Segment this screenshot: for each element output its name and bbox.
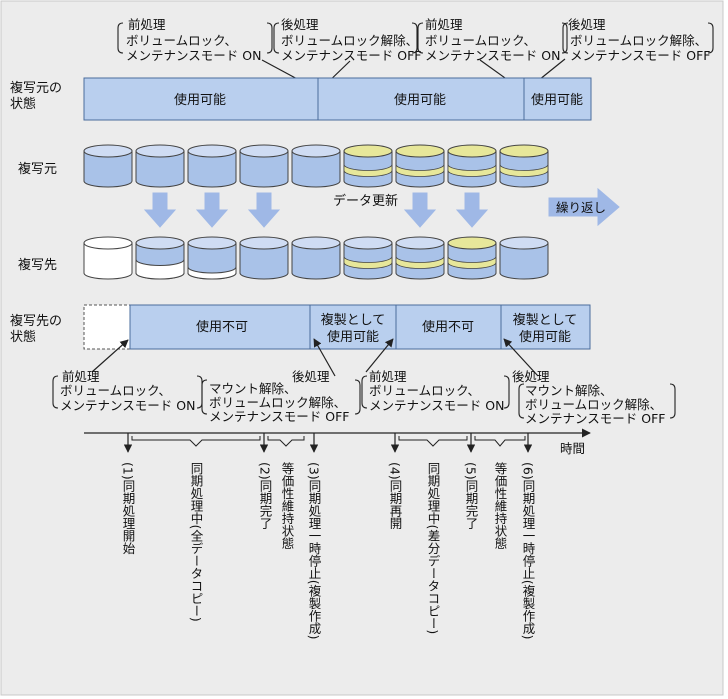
- source-disk: [135, 144, 185, 188]
- target-disk: [499, 236, 549, 280]
- target-state-empty-seg: [83, 304, 131, 350]
- copy-arrow: [403, 192, 437, 228]
- bottom-annotation-4-title: 前処理: [369, 369, 407, 384]
- top-annotation-3-line-2: メンテナンスモード ON: [425, 48, 560, 63]
- source-disk: [187, 144, 237, 188]
- top-annotation-1-line-1: ボリュームロック、: [126, 33, 237, 48]
- target-state-seg-4-line-1: 複製として: [513, 312, 578, 328]
- event-1-label: (1)同期処理開始: [121, 462, 136, 555]
- top-annotation-4: 後処理 ボリュームロック解除、 メンテナンスモード OFF: [562, 17, 714, 63]
- bottom-annotation-1-line-2: メンテナンスモード ON: [60, 398, 195, 413]
- event-4-label: (4)同期再開: [388, 462, 403, 530]
- bottom-annotation-1-title: 前処理: [62, 369, 100, 384]
- top-annotation-4-line-2: メンテナンスモード OFF: [570, 48, 710, 63]
- bottom-annotation-2-line-3: メンテナンスモード OFF: [209, 409, 349, 424]
- top-annotation-4-line-1: ボリュームロック解除、: [570, 33, 707, 48]
- bottom-annotation-4-line-1: ボリュームロック、: [369, 383, 480, 398]
- event-2-label: (2)同期完了: [258, 462, 273, 530]
- target-state-seg-4-line-2: 使用可能: [519, 329, 571, 345]
- top-annotation-2-line-1: ボリュームロック解除、: [281, 33, 418, 48]
- source-state-seg-1: 使用可能: [174, 92, 226, 108]
- bottom-annotation-3-title: 後処理: [292, 369, 330, 384]
- top-annotation-3-title: 前処理: [425, 17, 463, 32]
- target-state-row: 複写先の 状態 使用不可 複製として 使用可能 使用不可 複製として 使用可能: [10, 304, 591, 350]
- target-disk: [135, 236, 185, 280]
- target-state-seg-1: 使用不可: [196, 319, 248, 335]
- source-state-label-2: 状態: [10, 96, 36, 112]
- source-label: 複写元: [18, 161, 57, 177]
- event-5-label: (5)同期完了: [464, 462, 479, 530]
- target-disk: [447, 236, 497, 280]
- event-1-2-duration-label: 同期処理中(全データコピー): [189, 462, 204, 622]
- repeat-arrow: 繰り返し: [548, 187, 620, 227]
- target-disk: [187, 236, 237, 280]
- source-disk-row: [83, 144, 549, 188]
- source-disk: [343, 144, 393, 188]
- copy-arrow: [195, 192, 229, 228]
- top-annotation-3-line-1: ボリュームロック、: [425, 33, 536, 48]
- event-3-label: (3)同期処理一時停止(複製作成): [307, 462, 322, 639]
- top-annotation-2: 後処理 ボリュームロック解除、 メンテナンスモード OFF: [273, 17, 421, 63]
- target-state-seg-3: 使用不可: [422, 319, 474, 335]
- target-state-label-2: 状態: [10, 329, 36, 345]
- target-disk: [343, 236, 393, 280]
- bottom-annotation-5-title: 後処理: [512, 369, 550, 384]
- bottom-annotation-1-line-1: ボリュームロック、: [60, 383, 171, 398]
- bottom-annotation-2: マウント解除、 ボリュームロック解除、 メンテナンスモード OFF: [201, 379, 361, 424]
- bottom-annotation-4-line-2: メンテナンスモード ON: [369, 398, 504, 413]
- top-annotation-1: 前処理 ボリュームロック、 メンテナンスモード ON: [117, 17, 273, 63]
- target-disk: [395, 236, 445, 280]
- copy-arrow: [247, 192, 281, 228]
- target-disk: [291, 236, 341, 280]
- source-disk: [499, 144, 549, 188]
- source-state-row: 複写元の 状態 使用可能 使用可能 使用可能: [10, 77, 592, 121]
- target-state-seg-2-line-1: 複製として: [321, 312, 386, 328]
- target-state-label-1: 複写先の: [10, 313, 62, 329]
- top-annotation-2-line-2: メンテナンスモード OFF: [281, 48, 421, 63]
- target-disk: [83, 236, 133, 280]
- equivalence-1-label: 等価性維持状態: [280, 461, 295, 550]
- bottom-pointer-arrows: [91, 338, 539, 377]
- copy-arrows: [143, 192, 489, 228]
- event-4-5-duration-label: 同期処理中(差分データコピー): [426, 462, 441, 634]
- bottom-annotation-5-line-2: ボリュームロック解除、: [525, 397, 662, 412]
- target-state-seg-2-line-2: 使用可能: [327, 329, 379, 345]
- copy-arrow: [143, 192, 177, 228]
- target-label: 複写先: [18, 257, 57, 273]
- top-annotation-2-title: 後処理: [281, 17, 319, 32]
- equivalence-2-label: 等価性維持状態: [493, 461, 508, 550]
- source-state-seg-3: 使用可能: [531, 92, 583, 108]
- time-label: 時間: [560, 441, 585, 456]
- bottom-annotation-2-line-1: マウント解除、: [209, 381, 297, 396]
- target-state-bar: [129, 304, 591, 350]
- bottom-annotation-2-line-2: ボリュームロック解除、: [209, 395, 346, 410]
- top-annotation-4-title: 後処理: [568, 17, 606, 32]
- target-disk-row: [83, 236, 549, 280]
- source-disk: [239, 144, 289, 188]
- source-state-seg-2: 使用可能: [394, 92, 446, 108]
- bottom-annotation-4: 前処理 ボリュームロック、 メンテナンスモード ON: [361, 369, 510, 413]
- target-disk: [239, 236, 289, 280]
- data-update-label: データ更新: [333, 193, 398, 209]
- repeat-label: 繰り返し: [556, 200, 606, 215]
- timeline: 時間 (1)同期処理開始 同期処理中(全データコピー) (2)同期完了 等価性維…: [84, 428, 591, 639]
- source-disk: [83, 144, 133, 188]
- top-annotation-1-line-2: メンテナンスモード ON: [126, 48, 261, 63]
- copy-arrow: [455, 192, 489, 228]
- event-6-label: (6)同期処理一時停止(複製作成): [521, 462, 536, 639]
- bottom-annotation-5-line-1: マウント解除、: [525, 383, 613, 398]
- bottom-annotation-5: 後処理 マウント解除、 ボリュームロック解除、 メンテナンスモード OFF: [512, 369, 676, 426]
- source-disk: [291, 144, 341, 188]
- bottom-annotation-5-line-3: メンテナンスモード OFF: [525, 411, 665, 426]
- source-state-label-1: 複写元の: [10, 80, 62, 96]
- top-annotation-1-title: 前処理: [128, 17, 166, 32]
- source-state-bar: [83, 77, 592, 121]
- source-disk: [395, 144, 445, 188]
- source-disk: [447, 144, 497, 188]
- bottom-annotation-1: 前処理 ボリュームロック、 メンテナンスモード ON: [52, 369, 203, 413]
